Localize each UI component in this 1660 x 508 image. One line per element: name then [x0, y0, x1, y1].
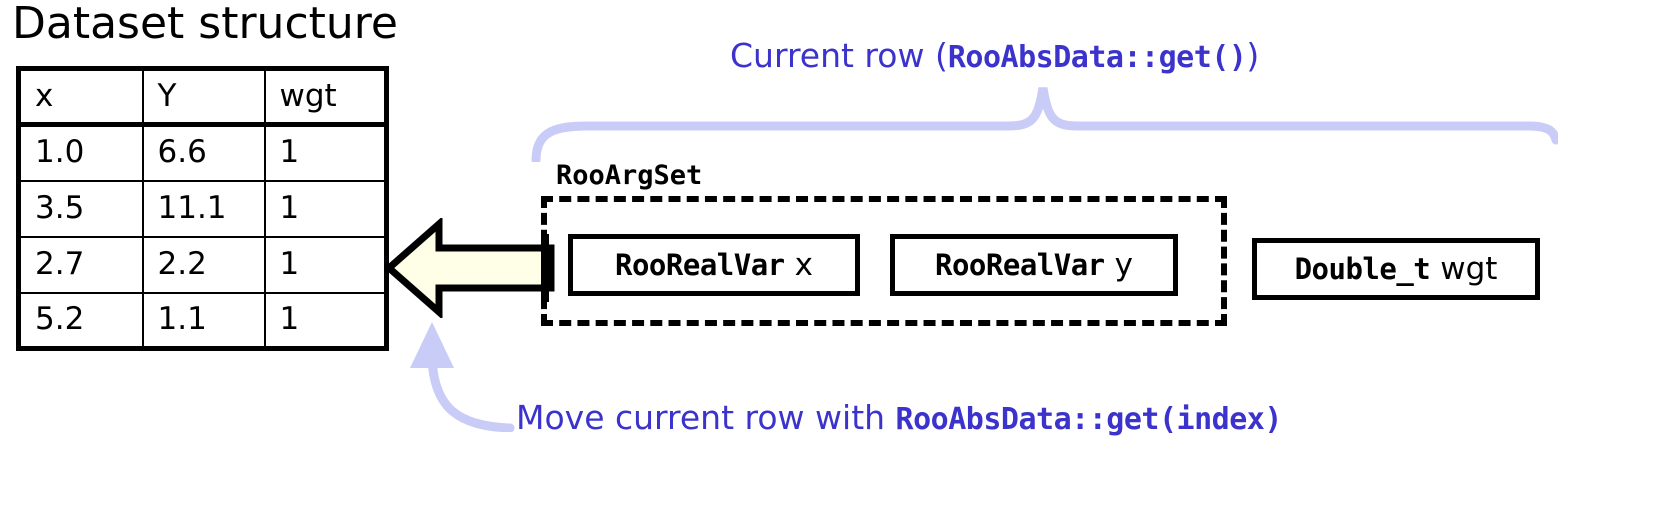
table-header-row: x Y wgt: [17, 67, 388, 127]
rooargset-container: [541, 196, 1227, 326]
page-title: Dataset structure: [12, 0, 398, 49]
table-header-y: Y: [141, 67, 266, 127]
caption-move-row-code: RooAbsData::get(index): [895, 402, 1283, 437]
rooargset-label: RooArgSet: [556, 160, 703, 191]
table-cell-y: 2.2: [141, 235, 266, 294]
table-cell-x: 3.5: [17, 179, 144, 238]
member-x-name: x: [794, 247, 813, 283]
table-row: 2.7 2.2 1: [17, 235, 388, 294]
caption-current-row: Current row (RooAbsData::get()): [730, 36, 1259, 75]
table-cell-x: 1.0: [17, 123, 144, 182]
weight-name: wgt: [1440, 251, 1498, 287]
table-cell-y: 11.1: [141, 179, 266, 238]
member-y-name: y: [1114, 247, 1133, 283]
member-box-double-t-wgt: Double_t wgt: [1252, 238, 1540, 300]
block-arrow-left-icon: [385, 218, 555, 318]
table-cell-x: 2.7: [17, 235, 144, 294]
table-cell-y: 6.6: [141, 123, 266, 182]
table-row: 3.5 11.1 1: [17, 179, 388, 238]
weight-type: Double_t: [1294, 252, 1431, 286]
table-row: 1.0 6.6 1: [17, 123, 388, 182]
member-box-roorealvar-x: RooRealVar x: [568, 234, 860, 296]
member-box-roorealvar-y: RooRealVar y: [890, 234, 1178, 296]
table-cell-wgt: 1: [263, 123, 388, 182]
table-cell-x: 5.2: [17, 291, 144, 350]
caption-current-row-code: RooAbsData::get(): [947, 40, 1247, 75]
dataset-table: x Y wgt 1.0 6.6 1 3.5 11.1 1 2.7 2.2 1: [16, 66, 389, 351]
table-cell-wgt: 1: [263, 179, 388, 238]
table-header-wgt: wgt: [263, 67, 388, 127]
table-cell-wgt: 1: [263, 291, 388, 350]
table-row: 5.2 1.1 1: [17, 291, 388, 350]
caption-current-row-prefix: Current row (: [730, 36, 948, 75]
member-y-type: RooRealVar: [935, 248, 1105, 282]
table-header-x: x: [17, 67, 144, 127]
member-x-type: RooRealVar: [615, 248, 785, 282]
curved-arrow-up-icon: [410, 322, 515, 432]
caption-move-row-prefix: Move current row with: [516, 398, 896, 437]
curly-brace-icon: [531, 87, 1558, 162]
caption-current-row-suffix: ): [1246, 36, 1260, 75]
table-cell-wgt: 1: [263, 235, 388, 294]
table-cell-y: 1.1: [141, 291, 266, 350]
caption-move-row: Move current row with RooAbsData::get(in…: [516, 398, 1282, 437]
